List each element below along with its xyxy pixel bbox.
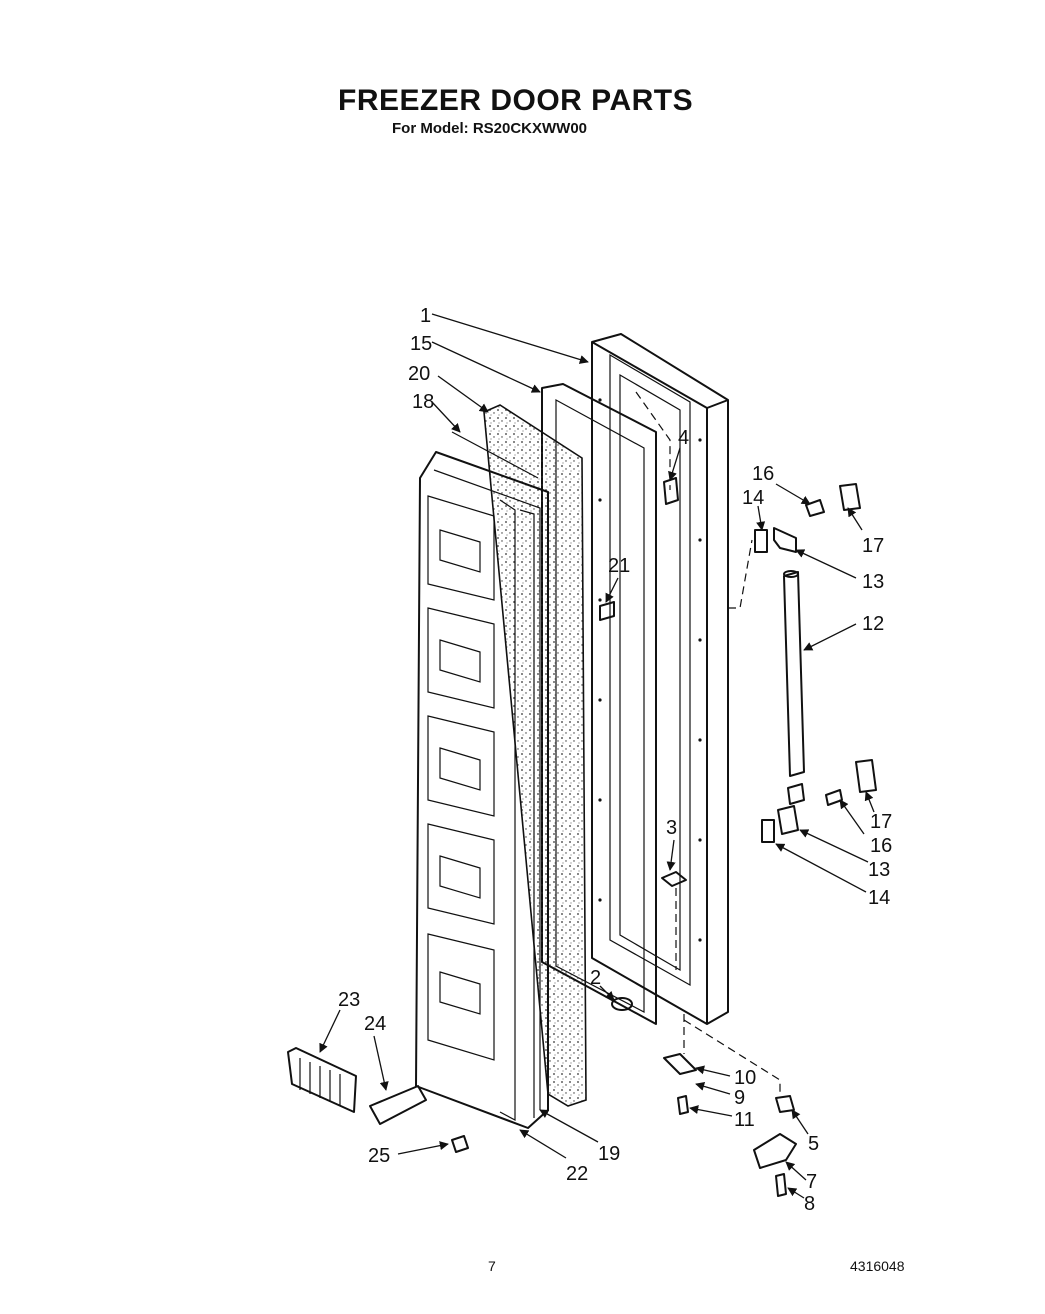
- hinge-pin-tube: [783, 570, 805, 777]
- callout-label: 7: [806, 1171, 817, 1193]
- callout-label: 24: [364, 1013, 386, 1035]
- callout-label: 18: [412, 391, 434, 413]
- inner-door-liner: [415, 431, 549, 1129]
- callout-label: 17: [870, 811, 892, 833]
- callout-leader-lines: [319, 313, 875, 1199]
- document-number: 4316048: [850, 1258, 905, 1274]
- callout-label: 13: [862, 571, 884, 593]
- page-number: 7: [488, 1258, 496, 1274]
- callout-label: 17: [862, 535, 884, 557]
- callout-label: 16: [870, 835, 892, 857]
- callout-labels: 1 15 20 18 4 16 14 17 21 13 12 3 17 16 1…: [338, 305, 892, 1215]
- callout-label: 4: [678, 427, 689, 449]
- callout-label: 13: [868, 859, 890, 881]
- callout-label: 10: [734, 1067, 756, 1089]
- callout-label: 19: [598, 1143, 620, 1165]
- model-subtitle: For Model: RS20CKXWW00: [392, 120, 588, 137]
- outer-door-panel: [591, 333, 753, 1025]
- callout-label: 22: [566, 1163, 588, 1185]
- top-hinge-assembly: [754, 483, 861, 553]
- callout-label: 15: [410, 333, 432, 355]
- callout-label: 1: [420, 305, 431, 327]
- callout-label: 3: [666, 817, 677, 839]
- page-title: FREEZER DOOR PARTS: [338, 84, 694, 117]
- callout-label: 23: [338, 989, 360, 1011]
- callout-label: 5: [808, 1133, 819, 1155]
- callout-label: 2: [590, 967, 601, 989]
- callout-label: 9: [734, 1087, 745, 1109]
- callout-label: 21: [608, 555, 630, 577]
- callout-label: 12: [862, 613, 884, 635]
- foam-insulation: [483, 404, 587, 1107]
- callout-label: 14: [868, 887, 890, 909]
- callout-label: 16: [752, 463, 774, 485]
- callout-label: 14: [742, 487, 764, 509]
- callout-label: 25: [368, 1145, 390, 1167]
- callout-label: 20: [408, 363, 430, 385]
- callout-label: 8: [804, 1193, 815, 1215]
- callout-label: 11: [734, 1109, 755, 1131]
- bottom-hinge-assembly: [761, 759, 877, 843]
- small-fastener-parts: [287, 477, 797, 1197]
